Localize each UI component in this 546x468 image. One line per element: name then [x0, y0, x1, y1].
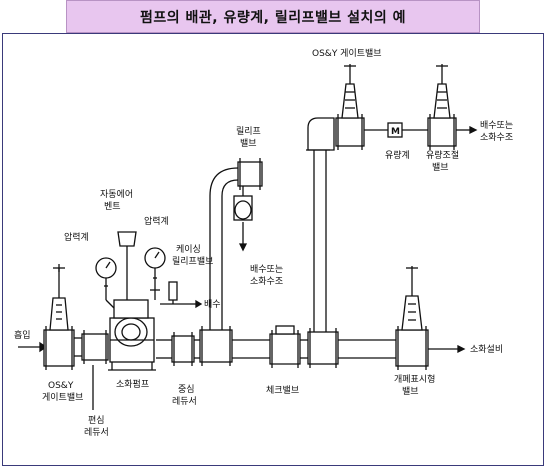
label-eccentric-reducer-2: 레듀서	[84, 427, 109, 438]
check-valve	[269, 325, 301, 368]
label-pressure-gauge-left: 압력계	[64, 231, 89, 243]
label-casing-relief-2: 릴리프밸브	[172, 256, 213, 267]
label-fire-equipment: 소화설비	[470, 344, 503, 355]
upper-branch-tee	[307, 150, 339, 368]
casing-relief-valve	[160, 281, 203, 309]
pressure-gauge-left	[95, 257, 117, 309]
label-eccentric-reducer-1: 편심	[88, 414, 105, 426]
label-drain-tank-right-1: 배수또는	[480, 120, 513, 131]
eccentric-reducer	[81, 330, 109, 364]
diagram-panel	[2, 33, 544, 466]
label-osy-left-1: OS&Y	[48, 381, 74, 391]
label-check-valve: 체크밸브	[266, 385, 299, 396]
label-casing-relief-1: 케이싱	[176, 244, 201, 255]
label-flow-control-2: 밸브	[432, 162, 449, 173]
label-concentric-reducer-2: 레듀서	[172, 396, 197, 407]
label-auto-air-vent-1: 자동에어	[100, 189, 133, 200]
label-drain-tank-right-2: 소화수조	[480, 132, 513, 143]
relief-valve	[233, 158, 263, 252]
label-auto-air-vent-2: 벤트	[104, 201, 121, 212]
label-indicator-valve-1: 개폐표시형	[394, 373, 435, 385]
pressure-gauge-right	[144, 247, 166, 300]
diagram-title: 펌프의 배관, 유량계, 릴리프밸브 설치의 예	[140, 9, 406, 26]
label-fire-pump: 소화펌프	[116, 378, 149, 390]
label-flow-meter-symbol: M	[391, 127, 400, 137]
label-drain-small: 배수	[204, 299, 221, 310]
indicator-gate-valve	[395, 266, 429, 370]
label-pressure-gauge-right: 압력계	[144, 215, 169, 227]
label-flow-meter: 유량계	[385, 149, 410, 161]
label-flow-control-1: 유량조절	[426, 149, 459, 161]
osy-gate-valve-left	[43, 264, 75, 370]
label-concentric-reducer-1: 중심	[178, 384, 195, 395]
label-drain-tank-mid-1: 배수또는	[250, 264, 283, 275]
label-relief-valve-1: 릴리프	[236, 126, 261, 137]
label-drain-tank-mid-2: 소화수조	[250, 276, 283, 287]
label-osy-left-2: 게이트밸브	[42, 392, 83, 403]
fire-pump	[108, 299, 156, 371]
label-indicator-valve-2: 밸브	[402, 386, 419, 397]
label-suction: 흡입	[14, 329, 31, 341]
labels: 흡입 OS&Y 게이트밸브 OS&Y 게이트밸브 압력계 압력계 자동에어 벤트…	[14, 48, 513, 438]
relief-elbow	[209, 167, 239, 197]
auto-air-vent	[117, 231, 137, 300]
label-relief-valve-2: 밸브	[240, 138, 257, 149]
concentric-reducer	[171, 332, 195, 366]
suction-arrow	[18, 341, 48, 353]
flow-control-valve	[427, 64, 457, 150]
upper-elbow	[306, 117, 335, 151]
label-osy-top: OS&Y 게이트밸브	[312, 48, 382, 59]
relief-branch-tee	[199, 196, 233, 366]
osy-gate-valve-top	[335, 64, 365, 150]
title-banner: 펌프의 배관, 유량계, 릴리프밸브 설치의 예	[66, 0, 480, 33]
